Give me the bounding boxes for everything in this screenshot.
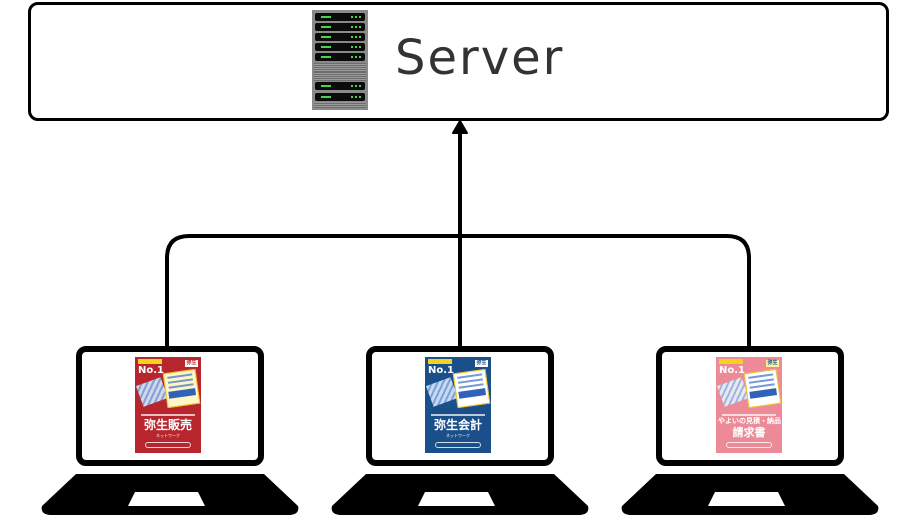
brand-badge: 弥生 <box>766 360 779 367</box>
laptop-keyboard-base <box>621 474 879 515</box>
touchpad <box>128 492 205 506</box>
product-title-line2: 請求書 <box>732 426 766 439</box>
clipboard-icon <box>452 368 491 409</box>
product-subtitle: ネットワーク <box>446 433 470 438</box>
product-title: やよいの見積・納品・ 請求書 <box>718 416 782 439</box>
rank-badge: No.1 <box>719 365 745 376</box>
product-subtitle: ネットワーク <box>156 433 180 438</box>
touchpad <box>418 492 495 506</box>
product-cover: No.1 弥生 弥生販売 ネットワーク <box>135 357 201 453</box>
product-title: 弥生販売 <box>143 418 192 432</box>
product-cover: No.1 弥生 やよいの見積・納品・ 請求書 <box>716 357 782 453</box>
clipboard-icon <box>162 368 201 409</box>
brand-badge: 弥生 <box>185 360 198 367</box>
brand-badge: 弥生 <box>475 360 488 367</box>
arrow-up-icon <box>452 120 468 134</box>
rank-badge: No.1 <box>138 365 164 376</box>
laptop-keyboard-base <box>331 474 589 515</box>
touchpad <box>708 492 785 506</box>
server-node <box>28 2 889 121</box>
product-title-line1: やよいの見積・納品・ <box>718 417 782 425</box>
laptop-keyboard-base <box>41 474 299 515</box>
rank-badge: No.1 <box>428 365 454 376</box>
product-cover: No.1 弥生 弥生会計 ネットワーク <box>425 357 491 453</box>
server-rack-icon <box>312 10 368 110</box>
clipboard-icon <box>743 368 782 409</box>
server-label: Server <box>395 30 565 86</box>
product-title: 弥生会計 <box>433 418 482 432</box>
